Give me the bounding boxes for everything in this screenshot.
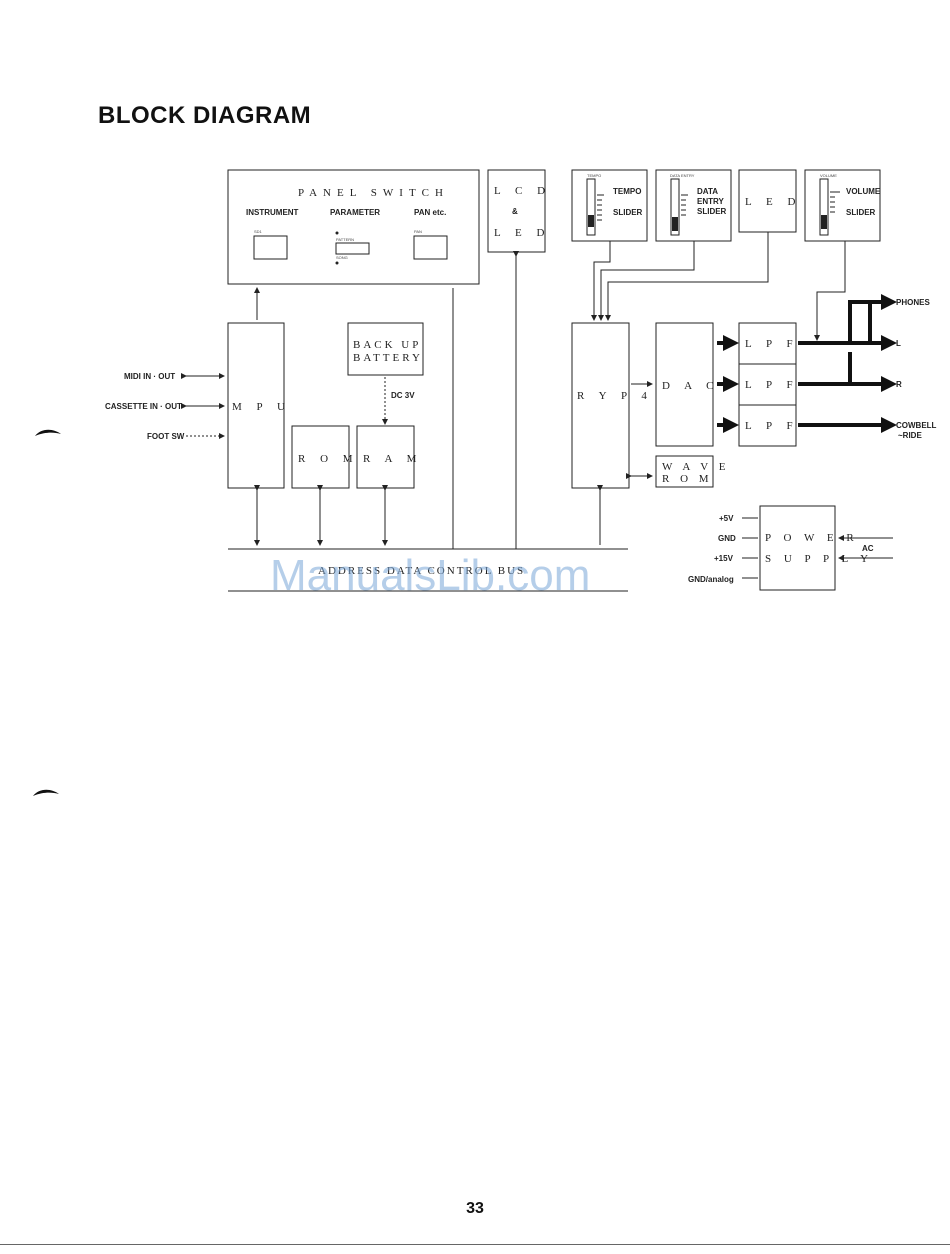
panel-switch-block: PANEL SWITCH INSTRUMENT PARAMETER PAN et… bbox=[227, 169, 480, 285]
svg-text:D A C: D A C bbox=[662, 380, 720, 392]
r-label: R bbox=[896, 380, 902, 389]
svg-text:SONG: SONG bbox=[336, 255, 348, 260]
led-block: L E D bbox=[738, 169, 801, 233]
volume-slider-block: VOLUME VOLUME SLIDER bbox=[804, 169, 881, 242]
tempo-slider-block: TEMPO TEMPO SLIDER bbox=[571, 169, 648, 242]
ryp4-block: R Y P 4 bbox=[571, 322, 653, 489]
wave-rom-block: W A V E R O M bbox=[655, 455, 729, 488]
svg-text:SD1: SD1 bbox=[254, 229, 263, 234]
mpu-block: M P U bbox=[227, 322, 291, 489]
svg-text:PAN: PAN bbox=[414, 229, 422, 234]
svg-text:TEMPO: TEMPO bbox=[587, 173, 601, 178]
svg-text:W A V E: W A V E bbox=[662, 461, 729, 473]
svg-text:PATTERN: PATTERN bbox=[336, 237, 354, 242]
svg-text:R O M: R O M bbox=[298, 453, 359, 465]
l-label: L bbox=[896, 339, 901, 348]
ram-block: R A M bbox=[356, 425, 422, 489]
pan-switch bbox=[413, 235, 448, 260]
parameter-label: PARAMETER bbox=[330, 208, 380, 217]
svg-text:P O W E R: P O W E R bbox=[765, 532, 859, 544]
lpf-block-1: L P F bbox=[738, 322, 799, 365]
power-supply-block: P O W E R S U P P L Y bbox=[759, 505, 873, 591]
svg-text:SLIDER: SLIDER bbox=[846, 208, 876, 217]
ac-label: AC bbox=[862, 544, 874, 553]
svg-text:VOLUME: VOLUME bbox=[846, 187, 881, 196]
rom-block: R O M bbox=[291, 425, 359, 489]
svg-text:BATTERY: BATTERY bbox=[353, 352, 423, 364]
svg-text:DATA ENTRY: DATA ENTRY bbox=[670, 173, 695, 178]
gnd-label: GND bbox=[718, 534, 736, 543]
svg-text:L P F: L P F bbox=[745, 338, 799, 350]
svg-text:TEMPO: TEMPO bbox=[613, 187, 641, 196]
svg-text:ENTRY: ENTRY bbox=[697, 197, 724, 206]
bus-label: ADDRESS DATA CONTROL BUS bbox=[318, 565, 525, 577]
svg-text:L E D: L E D bbox=[745, 196, 801, 208]
plus15v-label: +15V bbox=[714, 554, 734, 563]
lcd-led-block: L C D & L E D bbox=[487, 169, 551, 253]
svg-text:R A M: R A M bbox=[363, 453, 422, 465]
svg-text:BACK UP: BACK UP bbox=[353, 339, 421, 351]
watermark: ManualsLib.com bbox=[270, 551, 590, 600]
svg-text:L C D: L C D bbox=[494, 185, 551, 197]
dc-3v-label: DC 3V bbox=[391, 391, 415, 400]
svg-text:R Y P 4: R Y P 4 bbox=[577, 390, 653, 402]
dac-block: D A C bbox=[655, 322, 720, 447]
instrument-switch bbox=[253, 235, 288, 260]
bus: ADDRESS DATA CONTROL BUS bbox=[228, 548, 628, 592]
foot-sw-label: FOOT SW bbox=[147, 432, 185, 441]
ride-label: ~RIDE bbox=[898, 431, 922, 440]
svg-text:VOLUME: VOLUME bbox=[820, 173, 837, 178]
instrument-label: INSTRUMENT bbox=[246, 208, 299, 217]
gnd-analog-label: GND/analog bbox=[688, 575, 734, 584]
svg-text:SLIDER: SLIDER bbox=[697, 207, 727, 216]
page-title: BLOCK DIAGRAM bbox=[98, 102, 312, 129]
svg-text:L P F: L P F bbox=[745, 379, 799, 391]
pan-label: PAN etc. bbox=[414, 208, 446, 217]
svg-text:&: & bbox=[512, 207, 518, 216]
plus5v-label: +5V bbox=[719, 514, 734, 523]
svg-text:S U P P L Y: S U P P L Y bbox=[765, 553, 873, 565]
page-number: 33 bbox=[466, 1200, 484, 1217]
bottom-rule bbox=[0, 1244, 950, 1245]
panel-switch-title: PANEL SWITCH bbox=[298, 187, 449, 199]
lpf-block-2: L P F bbox=[738, 363, 799, 406]
lpf-block-3: L P F bbox=[738, 404, 799, 447]
svg-text:DATA: DATA bbox=[697, 187, 718, 196]
svg-text:L E D: L E D bbox=[494, 227, 550, 239]
cowbell-label: COWBELL bbox=[896, 421, 937, 430]
midi-label: MIDI IN · OUT bbox=[124, 372, 175, 381]
phones-label: PHONES bbox=[896, 298, 930, 307]
margin-mark-icon bbox=[33, 789, 59, 796]
svg-text:M P U: M P U bbox=[232, 401, 291, 413]
svg-text:R O M: R O M bbox=[662, 473, 713, 485]
svg-text:SLIDER: SLIDER bbox=[613, 208, 643, 217]
backup-battery-block: BACK UP BATTERY bbox=[347, 322, 424, 376]
data-entry-slider-block: DATA ENTRY DATA ENTRY SLIDER bbox=[655, 169, 732, 242]
cassette-label: CASSETTE IN · OUT bbox=[105, 402, 182, 411]
parameter-switch bbox=[335, 242, 370, 255]
margin-mark-icon bbox=[35, 429, 61, 436]
svg-text:L P F: L P F bbox=[745, 420, 799, 432]
